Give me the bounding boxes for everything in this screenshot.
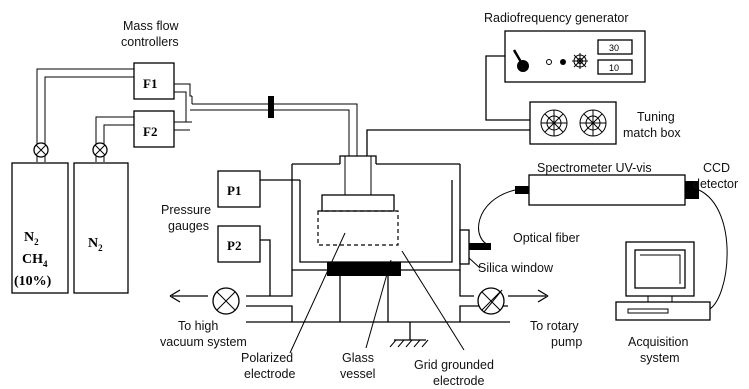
- computer-icon: [615, 241, 711, 321]
- polarized-label-line2: electrode: [244, 367, 295, 381]
- cylinder-label-n2-right: N: [88, 236, 98, 251]
- gas-cylinder-n2: [73, 162, 129, 294]
- polarized-pointer: [289, 232, 346, 354]
- grid-label-line2: electrode: [433, 374, 484, 388]
- ccd-label-line2: detector: [693, 177, 738, 191]
- f2-label: F2: [143, 124, 157, 139]
- tuning-label-line1: Tuning: [637, 110, 675, 124]
- glass-vessel-label-line1: Glass: [342, 351, 374, 365]
- svg-text:N2: N2: [24, 230, 39, 247]
- silica-window: [459, 229, 470, 265]
- acquisition-label-line2: system: [640, 351, 680, 365]
- pressure-label-line2: gauges: [168, 219, 209, 233]
- ground-symbol: [389, 322, 429, 348]
- rf-display-lower-value: 10: [609, 63, 619, 73]
- mass-flow-label-line1: Mass flow: [123, 19, 180, 33]
- cylinder-valve-left: [33, 142, 49, 158]
- tuning-label-line2: match box: [623, 126, 681, 140]
- cylinder-label-n2-sub: 2: [34, 237, 39, 247]
- rf-display-lower: [597, 59, 633, 75]
- cylinder-label-ch4: CH: [22, 252, 43, 267]
- spectrometer-label: Spectrometer UV-vis: [537, 161, 652, 175]
- gas-cylinder-mixture: [11, 162, 69, 294]
- spectrometer: [528, 174, 686, 206]
- to-high-vacuum-line2: vacuum system: [160, 335, 247, 349]
- f1-label: F1: [143, 76, 157, 91]
- cylinder-label-percent: (10%): [14, 274, 52, 289]
- cylinder-label-n2-right-sub: 2: [98, 243, 103, 253]
- rf-display-upper: [597, 39, 633, 55]
- grid-pointer: [401, 250, 465, 351]
- to-high-vacuum-line1: To high: [178, 319, 218, 333]
- inline-valve: [268, 96, 274, 118]
- silica-window-label: Silica window: [478, 261, 554, 275]
- glass-vessel-pointer: [365, 259, 392, 349]
- mass-flow-controller-f2: [133, 110, 175, 148]
- grid-label-line1: Grid grounded: [414, 358, 494, 372]
- mass-flow-controller-f1: [133, 62, 175, 100]
- optical-fiber: [478, 189, 516, 247]
- glass-vessel: [299, 180, 453, 263]
- rf-gear-icon: [572, 53, 588, 69]
- substrate-holder: [327, 262, 401, 276]
- rotary-pump-valve: [477, 287, 505, 315]
- to-rotary-line2: pump: [551, 335, 582, 349]
- ccd-label-line1: CCD: [703, 161, 730, 175]
- pressure-gauge-p1: [217, 170, 261, 208]
- mass-flow-label-line2: controllers: [121, 35, 179, 49]
- acquisition-label-line1: Acquisition: [628, 335, 688, 349]
- pressure-gauge-p2: [217, 225, 261, 263]
- rf-generator-label: Radiofrequency generator: [484, 11, 629, 25]
- p2-label: P2: [227, 238, 241, 253]
- reactor-chamber: [291, 155, 461, 271]
- cylinder-valve-right: [92, 142, 108, 158]
- polarized-label-line1: Polarized: [241, 351, 293, 365]
- rf-indicator-open: [546, 59, 552, 65]
- silica-pointer: [468, 257, 481, 269]
- rf-indicator-dot: [560, 59, 566, 65]
- grid-grounded-electrode: [317, 210, 399, 246]
- ccd-cable: [698, 189, 728, 311]
- tuning-capacitor-right: [579, 109, 607, 137]
- cylinder-label-ch4-sub: 4: [43, 259, 48, 269]
- high-vacuum-valve: [212, 287, 240, 315]
- svg-text:CH4: CH4: [22, 252, 48, 269]
- p1-label: P1: [227, 183, 241, 198]
- to-rotary-line1: To rotary: [530, 319, 579, 333]
- optical-fiber-connector: [469, 243, 491, 250]
- cylinder-label-n2: N: [24, 230, 34, 245]
- optical-fiber-label: Optical fiber: [513, 231, 580, 245]
- gas-lines: [36, 68, 358, 162]
- rf-display-upper-value: 30: [609, 43, 619, 53]
- tuning-capacitor-left: [540, 109, 568, 137]
- polarized-electrode: [321, 194, 395, 212]
- rf-generator-knob: [512, 49, 529, 72]
- svg-text:N2: N2: [88, 236, 103, 253]
- pressure-label-line1: Pressure: [161, 203, 211, 217]
- vacuum-lines: [169, 270, 549, 322]
- ccd-detector: [685, 181, 699, 199]
- spectrometer-input: [515, 186, 529, 194]
- glass-vessel-label-line2: vessel: [340, 367, 375, 381]
